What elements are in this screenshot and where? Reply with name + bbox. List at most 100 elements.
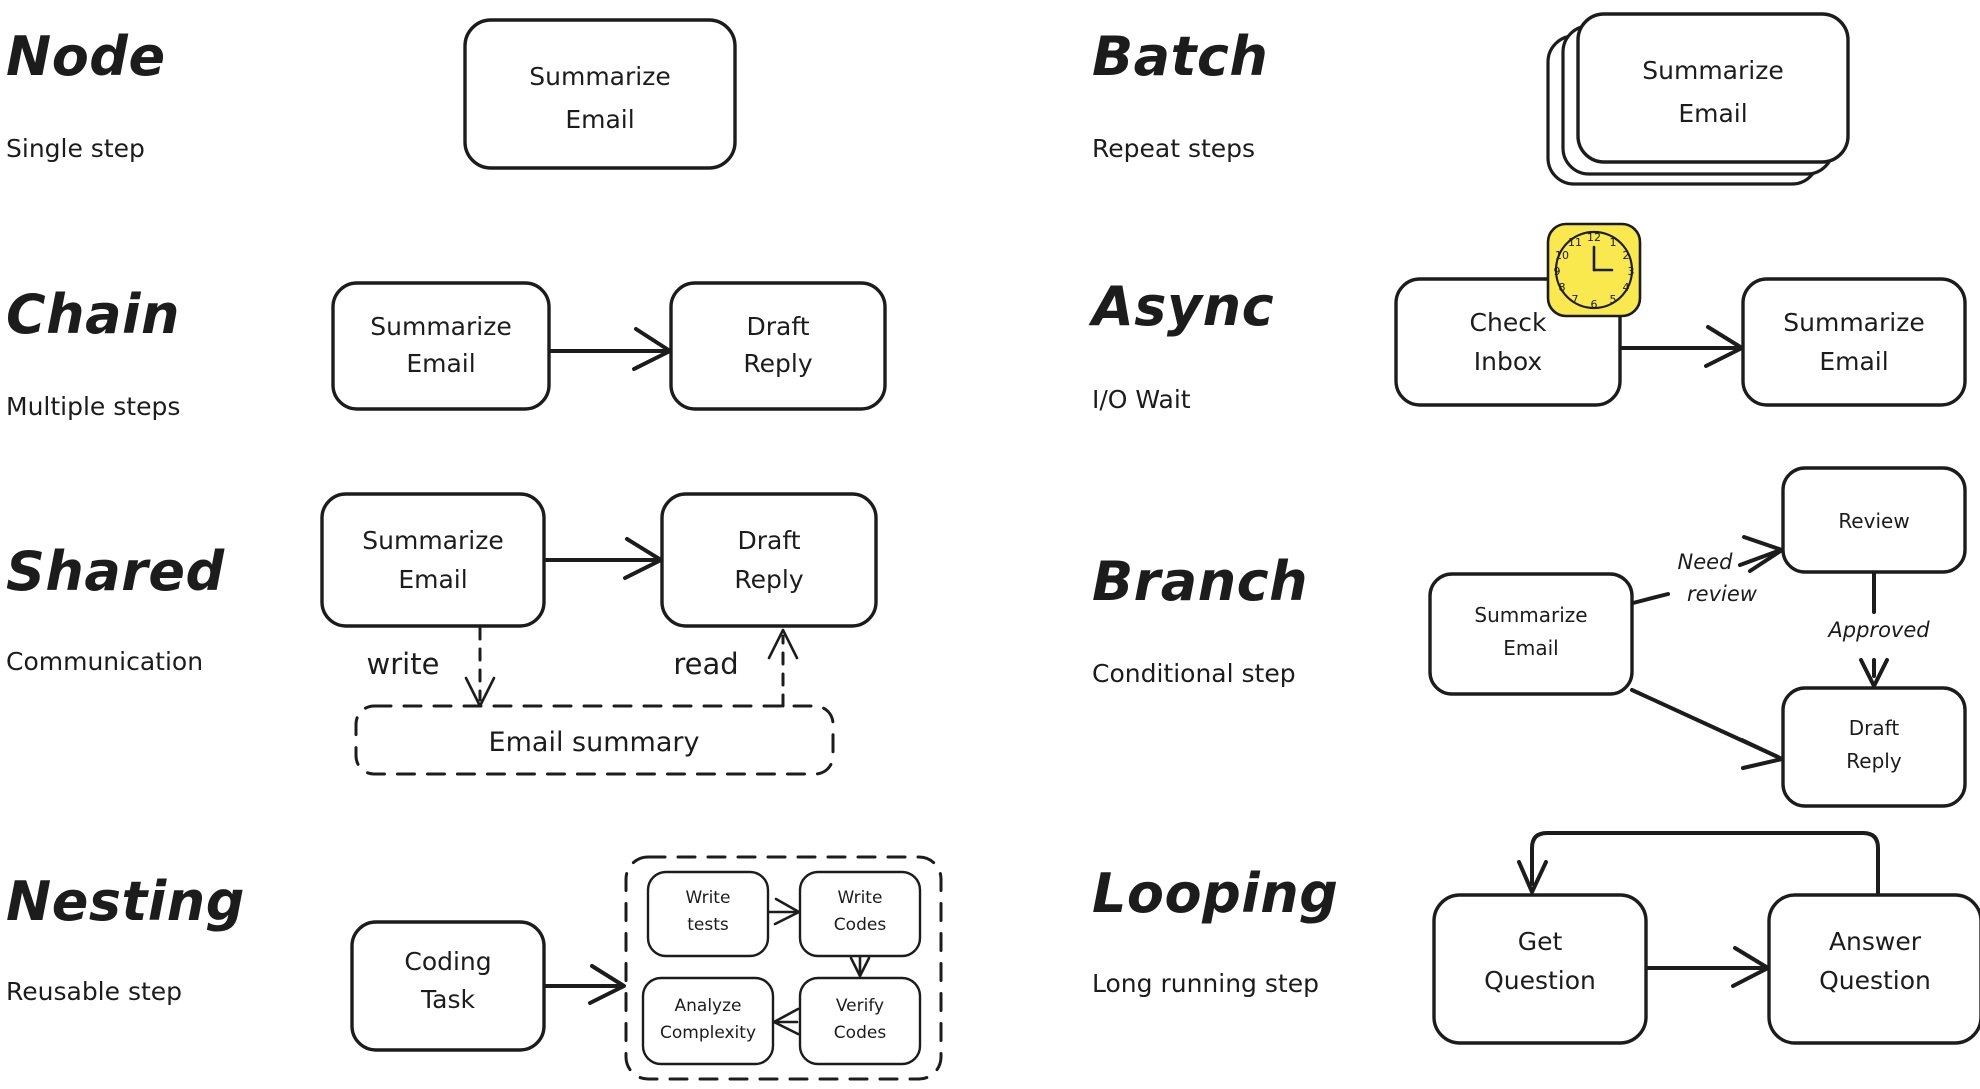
pattern-batch: Batch Repeat steps Summarize Email [1092, 12, 1850, 186]
shared-node-summarize-email[interactable] [320, 492, 546, 628]
clock-numeral-5: 5 [1610, 293, 1617, 306]
nesting-edge-into-group-arrowhead [588, 964, 626, 1005]
looping-node-get-question-line1: Get [1518, 927, 1563, 956]
pattern-async-title: Async [1088, 275, 1274, 338]
pattern-async: Async I/O Wait Check Inbox Summarize Ema… [1088, 222, 1967, 414]
pattern-chain-subtitle: Multiple steps [6, 392, 180, 421]
clock-numeral-2: 2 [1623, 249, 1630, 262]
clock-icon: 12 1 2 3 4 5 6 7 8 9 10 11 [1546, 222, 1642, 318]
nesting-node-write-codes-line2: Codes [834, 915, 887, 935]
shared-node-summarize-email-line1: Summarize [362, 526, 503, 555]
pattern-nesting-title: Nesting [6, 870, 245, 933]
pattern-chain: Chain Multiple steps Summarize Email Dra… [6, 281, 887, 421]
async-node-check-inbox-line2: Inbox [1474, 347, 1542, 376]
pattern-node-subtitle: Single step [6, 134, 145, 163]
batch-card-front[interactable] [1576, 12, 1850, 164]
nesting-node-verify-codes[interactable] [798, 976, 922, 1066]
chain-node-draft-reply[interactable] [669, 281, 887, 411]
clock-icon-face [1554, 230, 1634, 310]
nesting-node-write-codes-line1: Write [838, 888, 883, 908]
pattern-chain-title: Chain [6, 283, 180, 346]
pattern-shared-subtitle: Communication [6, 647, 203, 676]
async-node-check-inbox-line1: Check [1470, 308, 1547, 337]
pattern-looping-subtitle: Long running step [1092, 969, 1319, 998]
node-summarize-email[interactable] [463, 18, 737, 170]
branch-edge-review-arrowhead [1742, 535, 1784, 573]
clock-numeral-10: 10 [1555, 249, 1569, 262]
chain-node-summarize-email-line2: Email [406, 349, 475, 378]
nesting-subflow-group[interactable] [624, 855, 943, 1081]
shared-node-summarize-email-line2: Email [398, 565, 467, 594]
clock-numeral-6: 6 [1591, 298, 1598, 311]
shared-edge-read-arrowhead [767, 628, 799, 660]
clock-numeral-1: 1 [1610, 236, 1617, 249]
pattern-branch-subtitle: Conditional step [1092, 659, 1296, 688]
nesting-node-coding-task-line1: Coding [404, 947, 491, 976]
branch-node-summarize-email-line2: Email [1503, 636, 1559, 660]
looping-node-get-question[interactable] [1432, 893, 1648, 1045]
shared-edge-read-label: read [673, 647, 738, 681]
shared-store-email-summary-label: Email summary [489, 727, 700, 758]
branch-node-summarize-email[interactable] [1428, 572, 1634, 696]
nesting-edge-tests-codes-arrowhead [773, 897, 801, 926]
branch-edge-review-b [1738, 549, 1780, 567]
async-node-summarize-email-line2: Email [1819, 347, 1888, 376]
clock-numeral-8: 8 [1559, 281, 1566, 294]
pattern-nesting-subtitle: Reusable step [6, 977, 182, 1006]
branch-edge-review-label-line2: review [1687, 582, 1758, 606]
chain-node-draft-reply-line1: Draft [746, 312, 809, 341]
looping-node-answer-question-line1: Answer [1829, 927, 1922, 956]
shared-store-email-summary[interactable] [354, 704, 835, 776]
branch-node-review-label: Review [1838, 509, 1909, 533]
pattern-branch: Branch Conditional step Summarize Email … [1092, 466, 1967, 808]
looping-edge-back-arrowhead [1517, 860, 1548, 894]
nesting-edge-verify-analyze-arrowhead [772, 1007, 800, 1036]
shared-node-draft-reply-line2: Reply [734, 565, 803, 594]
pattern-async-subtitle: I/O Wait [1092, 385, 1191, 414]
looping-edge-forward-arrowhead [1731, 946, 1770, 988]
shared-node-draft-reply[interactable] [660, 492, 878, 628]
batch-card-line1: Summarize [1642, 56, 1783, 85]
branch-edge-review-a [1631, 592, 1670, 605]
pattern-looping: Looping Long running step Get Question A… [1092, 831, 1980, 1045]
async-node-summarize-email[interactable] [1741, 277, 1967, 407]
nesting-node-coding-task-line2: Task [420, 985, 475, 1014]
nesting-node-write-tests[interactable] [646, 870, 770, 958]
shared-edge-write-label: write [367, 647, 440, 681]
pattern-batch-subtitle: Repeat steps [1092, 134, 1255, 163]
looping-node-get-question-line2: Question [1484, 966, 1596, 995]
pattern-node: Node Single step Summarize Email [6, 18, 737, 170]
nesting-node-write-tests-line1: Write [686, 888, 731, 908]
clock-numeral-11: 11 [1568, 236, 1582, 249]
chain-node-draft-reply-line2: Reply [743, 349, 812, 378]
clock-numeral-3: 3 [1628, 265, 1635, 278]
nesting-node-write-codes[interactable] [798, 870, 922, 958]
pattern-batch-title: Batch [1092, 25, 1268, 88]
async-edge-1-arrowhead [1704, 325, 1744, 368]
node-summarize-email-line1: Summarize [529, 62, 670, 91]
node-summarize-email-line2: Email [565, 105, 634, 134]
branch-node-draft-reply[interactable] [1781, 686, 1967, 808]
nesting-edge-codes-verify-arrowhead [849, 956, 871, 978]
branch-node-draft-reply-line1: Draft [1849, 716, 1900, 740]
clock-numeral-7: 7 [1572, 293, 1579, 306]
pattern-looping-title: Looping [1092, 862, 1338, 925]
branch-edge-direct-arrowhead [1740, 738, 1784, 770]
shared-node-draft-reply-line1: Draft [737, 526, 800, 555]
looping-node-answer-question-line2: Question [1819, 966, 1931, 995]
pattern-shared: Shared Communication Summarize Email Dra… [6, 492, 878, 776]
nesting-node-analyze-complexity[interactable] [641, 976, 775, 1066]
nesting-node-verify-codes-line2: Codes [834, 1023, 887, 1043]
chain-node-summarize-email-line1: Summarize [370, 312, 511, 341]
nesting-node-analyze-complexity-line2: Complexity [660, 1023, 756, 1043]
batch-card-line2: Email [1678, 99, 1747, 128]
looping-edge-back [1530, 831, 1880, 895]
branch-node-draft-reply-line2: Reply [1846, 749, 1902, 773]
branch-node-summarize-email-line1: Summarize [1474, 603, 1587, 627]
nesting-node-analyze-complexity-line1: Analyze [675, 996, 742, 1016]
chain-node-summarize-email[interactable] [331, 281, 551, 411]
pattern-branch-title: Branch [1092, 550, 1308, 613]
async-node-summarize-email-line1: Summarize [1783, 308, 1924, 337]
